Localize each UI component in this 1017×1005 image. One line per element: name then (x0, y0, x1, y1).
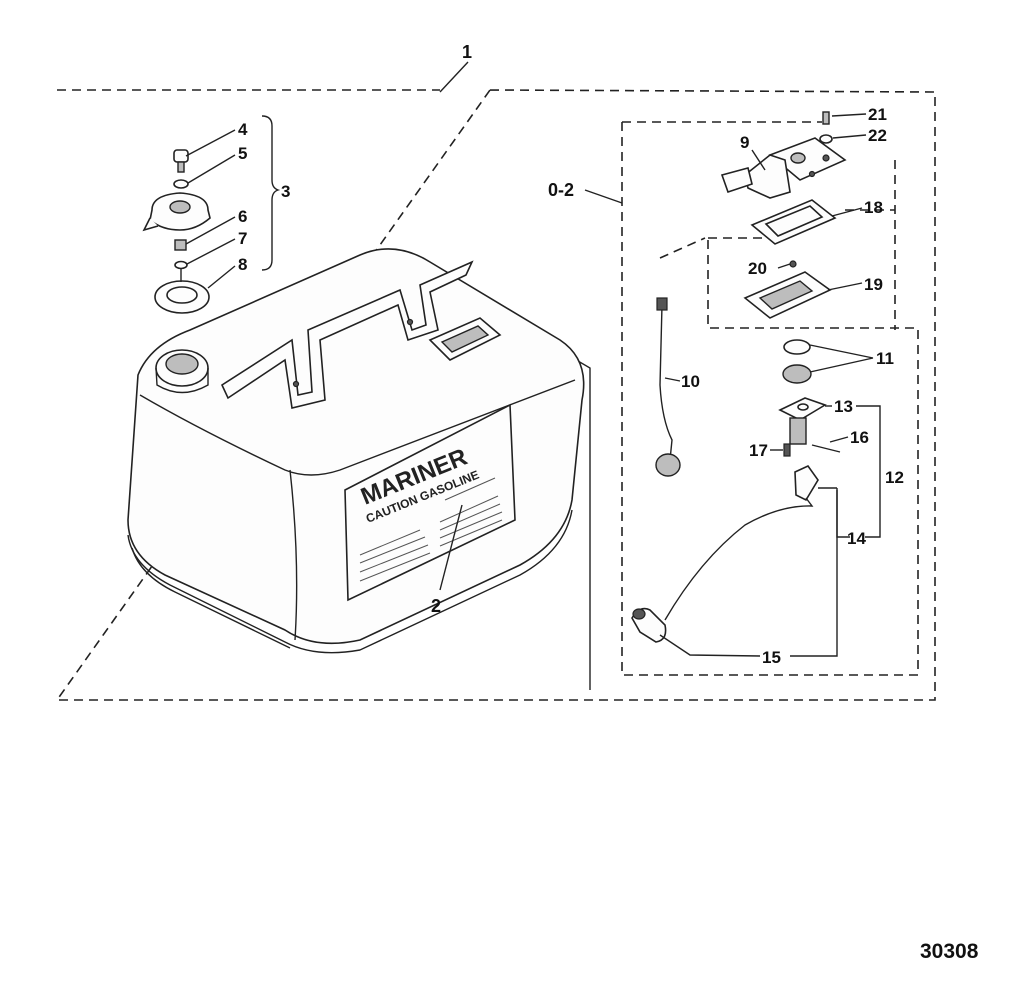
sender-base-plate-inner (758, 280, 814, 310)
sender-top-screw (819, 111, 833, 144)
callout-11-leader-a (809, 344, 874, 359)
callout-1: 1 (462, 42, 472, 62)
callout-19-leader (827, 282, 863, 291)
callout-3: 3 (281, 182, 290, 201)
cap-nut (174, 239, 187, 251)
sender-body (778, 397, 827, 445)
callout-19: 19 (864, 275, 883, 294)
callout-12: 12 (885, 468, 904, 487)
float-arm-mount (794, 464, 819, 502)
pickup-tube-leader (659, 237, 706, 259)
grommet-plug (782, 364, 812, 384)
tank-filler-opening (165, 353, 199, 375)
callout-10: 10 (681, 372, 700, 391)
callout-7-leader (186, 238, 236, 265)
small-screw (789, 260, 797, 268)
tank-handle (220, 260, 474, 409)
drawing-reference-number: 30308 (920, 940, 979, 963)
grommet-ring (783, 339, 811, 355)
callout-13: 13 (834, 397, 853, 416)
callout-14: 14 (847, 529, 866, 548)
callout-6: 6 (238, 207, 247, 226)
callout-22: 22 (868, 126, 887, 145)
sender-pin (811, 444, 841, 453)
callout-11-leader-b (809, 357, 874, 373)
fuel-tank: MARINER CAUTION GASOLINE (127, 248, 585, 654)
callout-15-leader (659, 490, 838, 657)
callout-16: 16 (850, 428, 869, 447)
callout-11: 11 (876, 349, 894, 368)
cap-screw-shank (177, 161, 185, 173)
callout-9: 9 (740, 133, 749, 152)
cap-center (169, 200, 191, 214)
callout-21: 21 (868, 105, 887, 124)
callout-17: 17 (749, 441, 768, 460)
sender-screw (783, 443, 791, 457)
handle-rivet-2 (406, 318, 414, 326)
callout-0-2-leader (584, 189, 623, 204)
callout-15: 15 (762, 648, 781, 667)
callout-8-leader (207, 265, 236, 289)
sender-gasket-inner (764, 205, 824, 237)
callout-2: 2 (431, 596, 441, 616)
callout-16-leader (829, 436, 849, 443)
tank-top-edge (139, 379, 576, 476)
callout-8: 8 (238, 255, 247, 274)
tank-sender-plate-inner (440, 325, 490, 353)
pickup-tube-top (656, 297, 668, 311)
callout-22-leader (832, 134, 867, 139)
callout-3-bracket (261, 115, 281, 271)
cap-gasket-hole (166, 286, 198, 304)
callout-1-leader (439, 61, 469, 93)
callout-5-leader (187, 154, 236, 184)
fuel-fitting (720, 137, 847, 199)
callout-2-leader (439, 504, 463, 591)
cap-tab (142, 217, 159, 232)
cap-screw (173, 149, 189, 163)
sender-boundary (621, 121, 919, 676)
cap-small-washer (174, 260, 188, 270)
callout-20-leader (777, 263, 791, 269)
callout-4: 4 (238, 120, 248, 139)
handle-rivet-1 (292, 380, 300, 388)
callout-21-leader (831, 113, 867, 117)
callout-5: 5 (238, 144, 247, 163)
callout-18: 18 (864, 198, 883, 217)
callout-20: 20 (748, 259, 767, 278)
filler-cap-assembly (142, 149, 211, 314)
callout-7: 7 (238, 229, 247, 248)
callout-9-leader (751, 149, 766, 171)
tank-label-panel (344, 403, 516, 602)
float-arm (664, 497, 814, 621)
tank-label-fine-print (359, 477, 503, 582)
pickup-filter (655, 453, 681, 477)
float-end (632, 608, 646, 620)
tank-base-rim-2 (131, 547, 291, 649)
callout-4-leader (185, 129, 236, 157)
tank-base-rim (127, 509, 573, 654)
callout-12-bracket (856, 405, 881, 538)
pickup-tube (659, 304, 673, 461)
callout-6-leader (185, 216, 236, 245)
cap-washer-top (173, 179, 189, 189)
callout-18-leader (831, 207, 863, 217)
callout-0-2: 0-2 (548, 180, 574, 200)
tank-filler-side (155, 367, 209, 394)
tank-corner-edge (289, 469, 298, 641)
callout-10-leader (664, 377, 681, 382)
